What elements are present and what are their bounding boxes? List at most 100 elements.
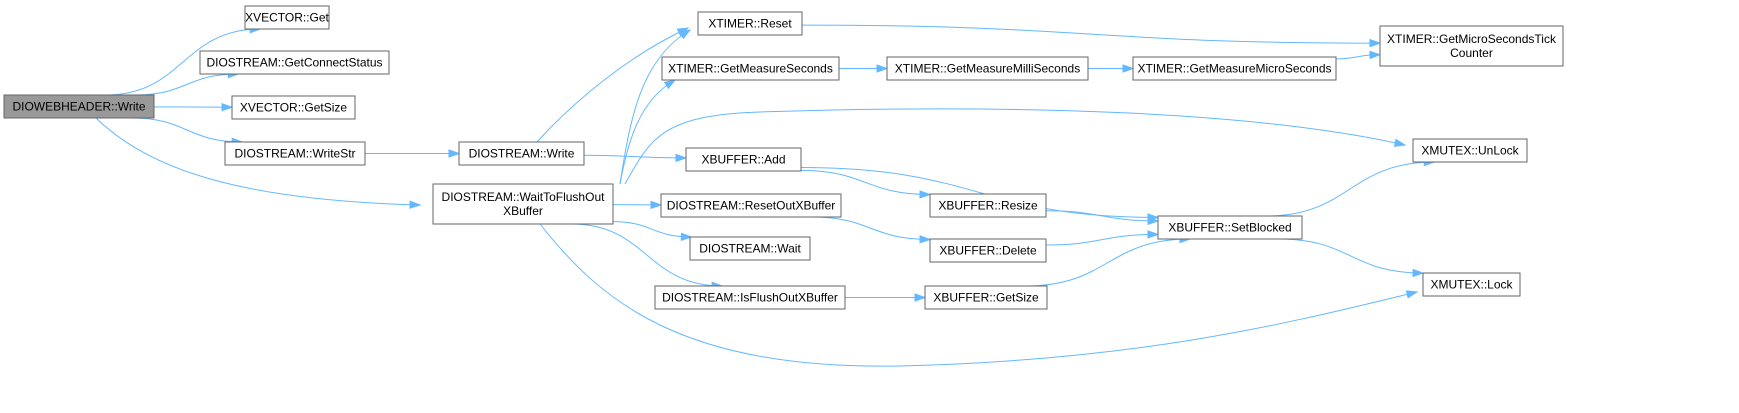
edge-xb_setblocked-to-xm_lock (1278, 238, 1424, 274)
node-label: XMUTEX::UnLock (1421, 144, 1519, 158)
node-label: XVECTOR::GetSize (240, 101, 347, 115)
arrowhead-ds_resetout-to-xb_delete (919, 235, 932, 244)
arrowhead-ds_waitflush-to-ds_resetout (650, 200, 663, 210)
arrowhead-ds_writestr-to-ds_write (448, 149, 461, 158)
node-label: XTIMER::Reset (708, 17, 792, 31)
node-root[interactable]: DIOWEBHEADER::Write (3, 94, 155, 119)
node-label: XBUFFER::GetSize (933, 291, 1039, 305)
edge-root-to-ds_waitflush (95, 117, 421, 206)
edge-ds_waitflush-to-ds_isflush (571, 223, 723, 287)
node-label: XTIMER::GetMeasureMilliSeconds (895, 62, 1080, 76)
node-box (231, 95, 356, 120)
node-xb-delete[interactable]: XBUFFER::Delete (929, 238, 1047, 263)
arrowhead-ds_isflush-to-xb_getsize (914, 293, 927, 302)
edge-ds_waitflush-to-xt_measuresec (619, 79, 676, 185)
node-label: XBuffer (503, 204, 543, 218)
edge-xb_resize-to-xb_setblocked (1045, 210, 1159, 222)
node-box (1412, 138, 1528, 163)
node-box (697, 11, 803, 36)
node-label: XTIMER::GetMeasureSeconds (668, 62, 833, 76)
edge-root-to-ds_writestr (131, 117, 243, 143)
node-box (244, 5, 330, 30)
arrowhead-root-to-ds_waitflush (409, 200, 422, 209)
edge-ds_waitflush-to-xt_reset (619, 29, 691, 185)
edge-xb_delete-to-xb_setblocked (1045, 233, 1159, 246)
node-box (685, 147, 802, 172)
edge-ds_waitflush-to-ds_wait (612, 221, 692, 238)
arrowhead-root-to-xv_getsize (221, 103, 234, 112)
node-box (886, 56, 1089, 81)
node-label: XVECTOR::Get (245, 11, 329, 25)
edge-ds_write-to-xt_reset (536, 27, 689, 143)
node-box (458, 141, 585, 166)
arrowhead-xb_resize-to-xb_setblocked (1147, 216, 1160, 226)
node-label: DIOSTREAM::ResetOutXBuffer (667, 199, 836, 213)
node-xt-measuresec[interactable]: XTIMER::GetMeasureSeconds (661, 56, 840, 81)
call-edges (95, 24, 1436, 367)
arrowhead-ds_waitflush-to-xm_unlock (1393, 138, 1407, 147)
edge-xt_reset-to-xt_tick (801, 24, 1381, 44)
node-label: XBUFFER::SetBlocked (1168, 221, 1291, 235)
arrowhead-xb_add-to-xb_resize (919, 190, 932, 199)
node-box (1379, 25, 1564, 67)
arrowhead-xt_measuresec-to-xt_measuremilli (876, 64, 889, 73)
arrowhead-ds_write-to-xb_add (675, 153, 688, 163)
node-box (929, 193, 1047, 218)
edge-ds_resetout-to-xb_delete (811, 216, 931, 240)
node-label: XBUFFER::Resize (938, 199, 1038, 213)
node-label: XTIMER::GetMicroSecondsTick (1387, 32, 1557, 46)
node-label: DIOWEBHEADER::Write (12, 100, 145, 114)
node-box (1132, 56, 1337, 81)
node-ds-writestr[interactable]: DIOSTREAM::WriteStr (224, 141, 366, 166)
node-label: DIOSTREAM::IsFlushOutXBuffer (662, 291, 838, 305)
edge-root-to-ds_getconnect (135, 73, 239, 96)
node-xm-unlock[interactable]: XMUTEX::UnLock (1412, 138, 1528, 163)
node-xv-get[interactable]: XVECTOR::Get (244, 5, 330, 30)
edge-ds_write-to-xb_add (583, 154, 687, 159)
node-label: DIOSTREAM::WaitToFlushOut (442, 190, 606, 204)
arrowhead-ds_waitflush-to-xt_reset (678, 29, 692, 40)
call-nodes: DIOWEBHEADER::Write XVECTOR::GetDIOSTREAM… (3, 5, 1564, 310)
node-box (3, 94, 155, 119)
node-label: Counter (1450, 46, 1493, 60)
edge-xb_getsize-to-xb_setblocked (1026, 238, 1190, 287)
arrowhead-ds_waitflush-to-ds_wait (680, 232, 693, 241)
node-xm-lock[interactable]: XMUTEX::Lock (1422, 272, 1521, 297)
edge-xb_add-to-xb_resize (800, 169, 931, 196)
node-label: XMUTEX::Lock (1430, 278, 1513, 292)
node-label: DIOSTREAM::GetConnectStatus (206, 56, 382, 70)
node-box (199, 50, 390, 75)
node-box (432, 183, 614, 225)
node-box (689, 236, 811, 261)
node-box (924, 285, 1048, 310)
node-ds-write[interactable]: DIOSTREAM::Write (458, 141, 585, 166)
node-box (929, 238, 1047, 263)
node-xb-setblocked[interactable]: XBUFFER::SetBlocked (1157, 215, 1303, 240)
node-ds-resetout[interactable]: DIOSTREAM::ResetOutXBuffer (660, 193, 842, 218)
node-box (1422, 272, 1521, 297)
node-label: DIOSTREAM::WriteStr (234, 147, 355, 161)
node-ds-getconnect[interactable]: DIOSTREAM::GetConnectStatus (199, 50, 390, 75)
node-xb-getsize[interactable]: XBUFFER::GetSize (924, 285, 1048, 310)
node-ds-isflush[interactable]: DIOSTREAM::IsFlushOutXBuffer (654, 285, 846, 310)
node-box (654, 285, 846, 310)
node-xv-getsize[interactable]: XVECTOR::GetSize (231, 95, 356, 120)
node-label: XTIMER::GetMeasureMicroSeconds (1137, 62, 1331, 76)
node-xb-resize[interactable]: XBUFFER::Resize (929, 193, 1047, 218)
edge-ds_waitflush-to-xm_lock (539, 223, 1418, 367)
node-xt-measuremilli[interactable]: XTIMER::GetMeasureMilliSeconds (886, 56, 1089, 81)
node-xt-reset[interactable]: XTIMER::Reset (697, 11, 803, 36)
node-box (660, 193, 842, 218)
node-ds-wait[interactable]: DIOSTREAM::Wait (689, 236, 811, 261)
node-xb-add[interactable]: XBUFFER::Add (685, 147, 802, 172)
node-box (661, 56, 840, 81)
node-label: DIOSTREAM::Write (469, 147, 575, 161)
edge-xb_setblocked-to-xm_unlock (1265, 161, 1435, 217)
node-xt-measuremicro[interactable]: XTIMER::GetMeasureMicroSeconds (1132, 56, 1337, 81)
arrowhead-ds_waitflush-to-xt_measuresec (663, 79, 677, 90)
arrowhead-xt_measuremicro-to-xt_tick (1369, 50, 1382, 60)
edge-root-to-xv_get (105, 28, 261, 96)
